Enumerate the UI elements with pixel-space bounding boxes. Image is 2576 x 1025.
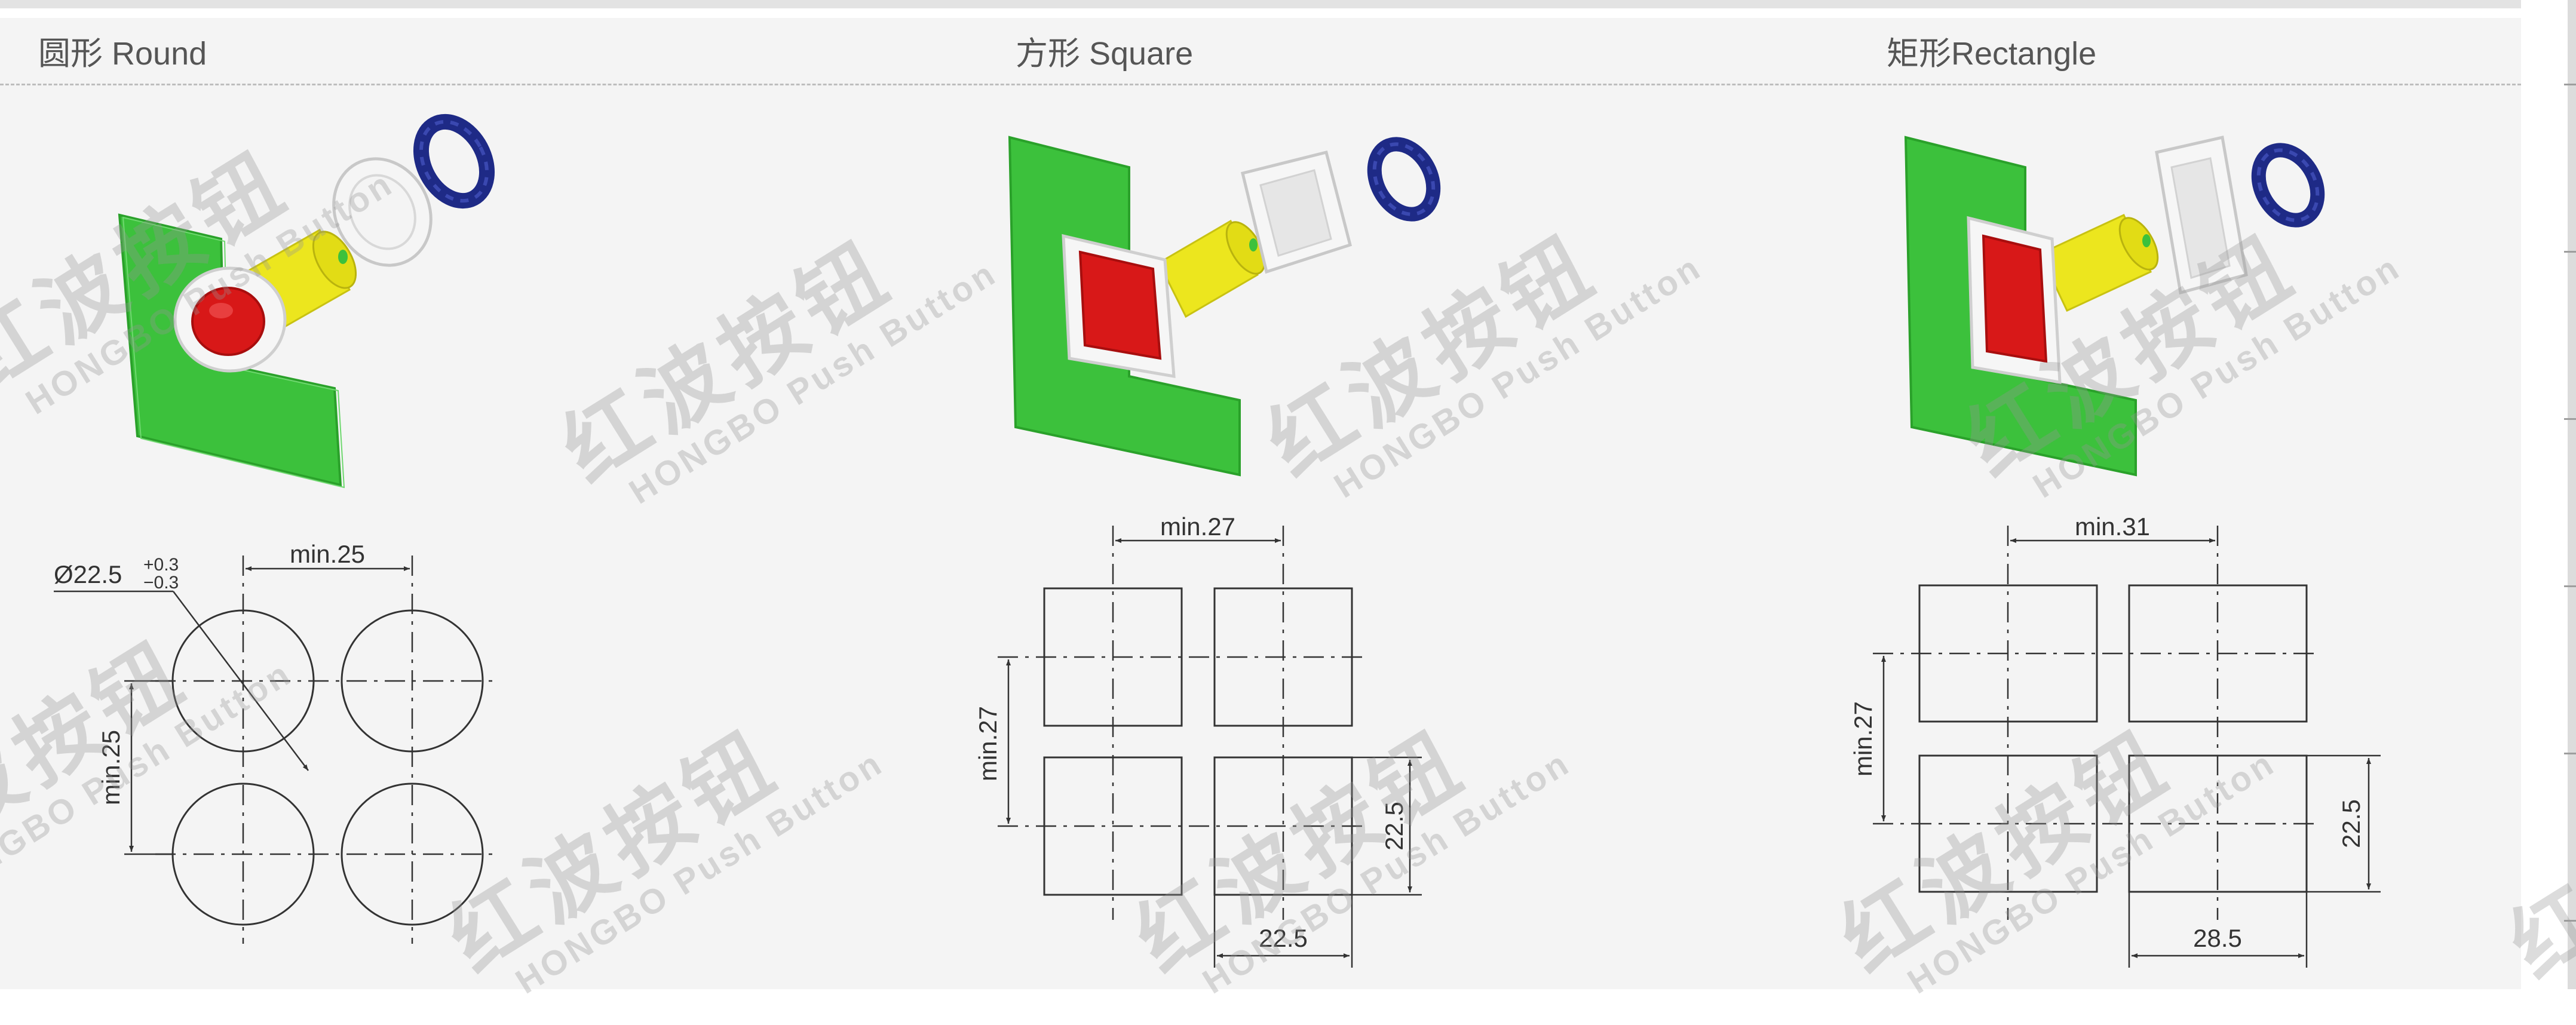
rectangle-pitch-v-label: min.27	[1849, 701, 1877, 777]
square-height-label: 22.5	[1380, 802, 1408, 851]
rectangle-cutout-drawing: min.31 min.27 22.5 28.5	[1849, 512, 2381, 968]
round-tol-minus: −0.3	[143, 573, 179, 593]
white-mounting-ring-inner	[348, 174, 416, 250]
square-width-label: 22.5	[1259, 924, 1308, 952]
square-button-illustration	[1008, 136, 1441, 477]
ruler-tick	[2564, 753, 2576, 754]
button-body-end	[2118, 217, 2159, 271]
lock-ring-teeth	[419, 119, 489, 203]
right-edge-ruler	[2568, 0, 2576, 989]
square-pitch-h-label: min.27	[1160, 512, 1235, 541]
panel-board-edge	[122, 216, 345, 489]
square-red-lens	[1078, 250, 1162, 360]
rectangle-pitch-h-label: min.31	[2075, 512, 2150, 541]
ruler-tick	[2564, 84, 2576, 85]
contact-tab	[1249, 238, 1258, 251]
section-title-square: 方形 Square	[1016, 36, 1194, 72]
header-divider	[0, 84, 2521, 85]
round-diameter-label: Ø22.5	[54, 560, 122, 588]
lock-ring-teeth	[1372, 142, 1436, 216]
ruler-tick	[2564, 251, 2576, 253]
rectangle-button-illustration	[1904, 135, 2325, 477]
lock-ring-teeth	[2256, 148, 2320, 222]
cutout-circle	[341, 782, 484, 926]
button-body-end	[312, 231, 357, 289]
white-rectangle-adapter-inner	[2170, 157, 2231, 279]
rectangle-width-label: 28.5	[2193, 924, 2242, 952]
lens-highlight	[209, 303, 233, 318]
ruler-tick	[2564, 418, 2576, 420]
panel-board	[118, 213, 342, 487]
top-border-bar	[0, 0, 2521, 8]
white-square-adapter-inner	[1259, 169, 1332, 257]
diameter-leader	[173, 591, 309, 771]
round-pitch-h-label: min.25	[290, 540, 365, 568]
round-cutout-drawing: min.25 min.25 Ø22.5 +0.3 −0.3	[54, 540, 496, 944]
round-pitch-v-label: min.25	[97, 730, 125, 805]
rectangle-height-label: 22.5	[2337, 799, 2365, 848]
section-title-round: 圆形 Round	[38, 36, 207, 72]
section-title-rectangle: 矩形Rectangle	[1887, 36, 2097, 72]
ruler-tick	[2564, 920, 2576, 922]
square-cutout-drawing: min.27 min.27 22.5 22.5	[974, 512, 1422, 968]
round-tol-plus: +0.3	[143, 555, 179, 575]
round-button-illustration	[118, 113, 495, 489]
ruler-tick	[2564, 585, 2576, 587]
square-pitch-v-label: min.27	[974, 706, 1002, 781]
contact-tab	[2142, 234, 2151, 247]
contact-tab	[338, 250, 348, 264]
round-red-lens	[191, 287, 265, 356]
rectangle-red-lens	[1982, 234, 2048, 363]
